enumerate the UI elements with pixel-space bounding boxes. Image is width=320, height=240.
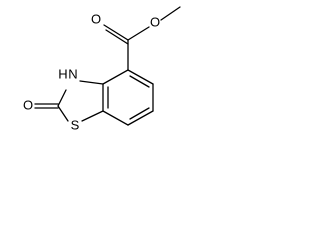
bond-c6-c7-double: [129, 107, 150, 120]
bond-c2-s: [57, 105, 69, 122]
bond-s-c7a: [81, 110, 104, 122]
bond-c3a-n: [79, 80, 104, 85]
bond-c6-c7: [127, 110, 154, 126]
bond-c3a-c4: [102, 69, 129, 85]
bond-carbonyl-double-2: [105, 29, 129, 45]
atom-label-n: N: [68, 66, 77, 81]
bond-c4-c5-double: [129, 75, 150, 88]
bond-c7-c7a: [102, 110, 129, 126]
bond-c4-c5: [127, 69, 154, 85]
atom-label-o-ester: O: [150, 14, 160, 29]
structure-canvas: O O H N O S: [0, 0, 188, 188]
bond-n-c2: [57, 89, 67, 107]
atom-label-o-carbonyl: O: [91, 11, 101, 26]
atom-label-o-lactam: O: [23, 97, 33, 112]
bond-carbonyl-double-1: [103, 24, 129, 41]
atom-label-h: H: [58, 66, 67, 81]
molecule-structure: O O H N O S: [23, 6, 181, 132]
bond-ccarbonyl-oester: [127, 26, 150, 41]
atom-label-s: S: [71, 117, 80, 132]
bond-oester-methyl: [160, 6, 181, 21]
